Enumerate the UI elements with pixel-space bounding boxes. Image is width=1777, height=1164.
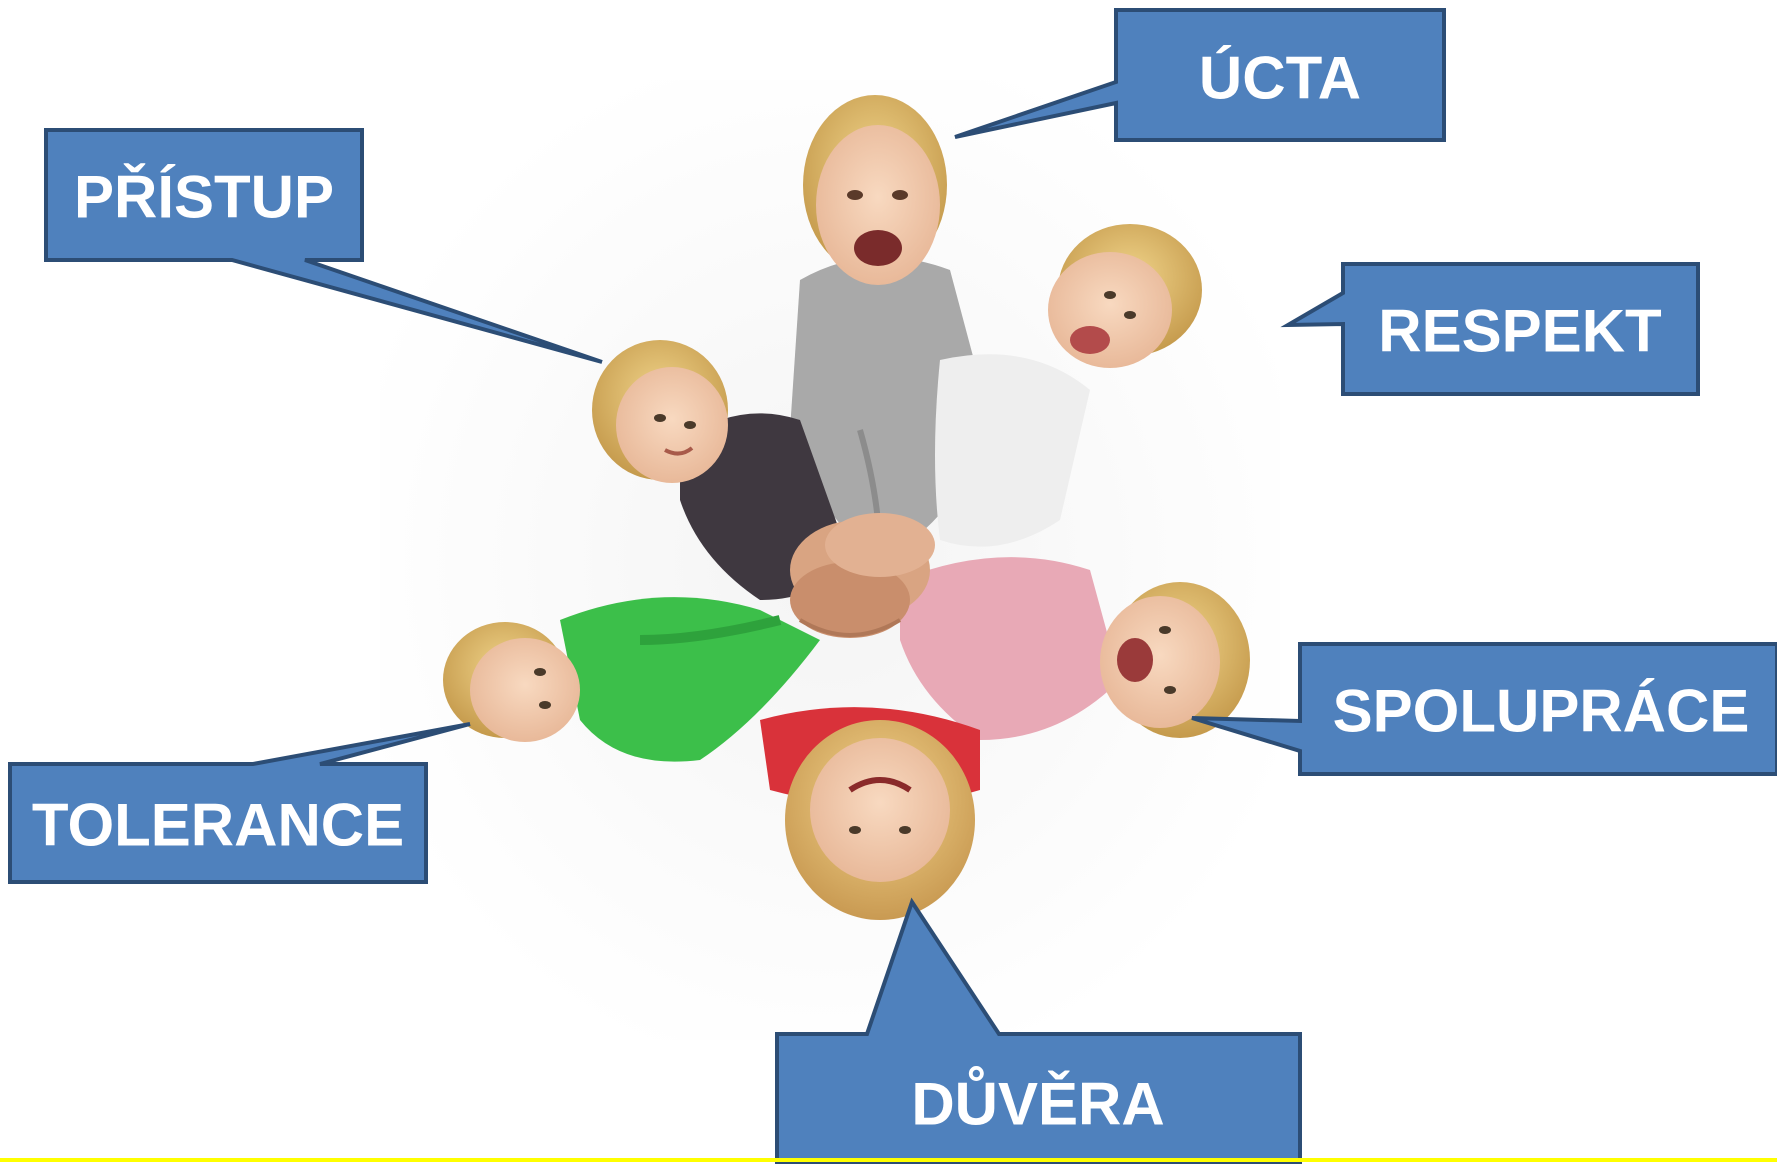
callout-tolerance: TOLERANCE [8,722,471,884]
child-white-shirt [935,224,1202,547]
callout-pristup: PŘÍSTUP [44,128,603,364]
callout-respekt-label: RESPEKT [1378,298,1661,365]
callout-duvera-shape [775,897,1302,1164]
callout-ucta-label: ÚCTA [1199,45,1361,112]
callout-ucta: ÚCTA [954,8,1446,142]
child-green-shirt [443,597,820,762]
callout-respekt: RESPEKT [1280,262,1700,396]
callout-spoluprace-shape [1191,642,1777,776]
child-pink-shirt [900,557,1250,740]
callout-pristup-label: PŘÍSTUP [74,164,334,231]
callout-spoluprace-label: SPOLUPRÁCE [1333,678,1750,745]
callout-tolerance-label: TOLERANCE [32,792,404,859]
callout-pristup-shape [44,128,603,364]
callout-ucta-shape [954,8,1446,142]
callout-tolerance-shape [8,722,471,884]
callout-duvera: DŮVĚRA [775,897,1302,1164]
callout-spoluprace: SPOLUPRÁCE [1191,642,1777,776]
callout-duvera-label: DŮVĚRA [911,1067,1164,1138]
child-red-shirt [760,707,980,920]
stacked-hands [790,513,935,638]
callout-respekt-shape [1280,262,1700,396]
